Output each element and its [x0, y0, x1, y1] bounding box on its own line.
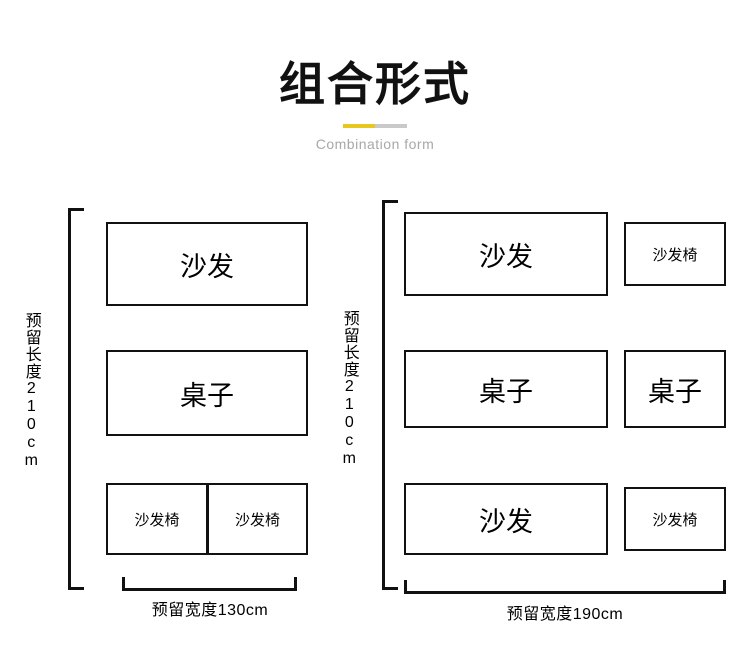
- right-box-table-right: 桌子: [624, 350, 726, 428]
- divider-accent-segment: [343, 124, 375, 128]
- divider-gray-segment: [375, 124, 407, 128]
- right-width-bracket: [404, 580, 726, 594]
- left-box-sofa-chair-1: 沙发椅: [106, 483, 208, 555]
- right-height-bracket: [382, 200, 398, 590]
- left-box-sofa-chair-2: 沙发椅: [207, 483, 308, 555]
- right-width-label: 预留宽度190cm: [506, 606, 624, 623]
- left-box-sofa: 沙发: [106, 222, 308, 306]
- right-box-sofa-bottom: 沙发: [404, 483, 608, 555]
- right-height-label: 预留长度210cm: [340, 310, 358, 468]
- left-height-bracket: [68, 208, 84, 590]
- right-box-sofa-chair-bottom: 沙发椅: [624, 487, 726, 551]
- left-width-label: 预留宽度130cm: [151, 602, 269, 619]
- left-height-label: 预留长度210cm: [22, 312, 40, 470]
- page-title: 组合形式: [279, 58, 471, 110]
- title-divider: [343, 124, 407, 128]
- right-box-sofa-top: 沙发: [404, 212, 608, 296]
- right-box-table-left: 桌子: [404, 350, 608, 428]
- left-box-table: 桌子: [106, 350, 308, 436]
- page-subtitle: Combination form: [315, 136, 435, 152]
- right-box-sofa-chair-top: 沙发椅: [624, 222, 726, 286]
- left-width-bracket: [122, 577, 297, 591]
